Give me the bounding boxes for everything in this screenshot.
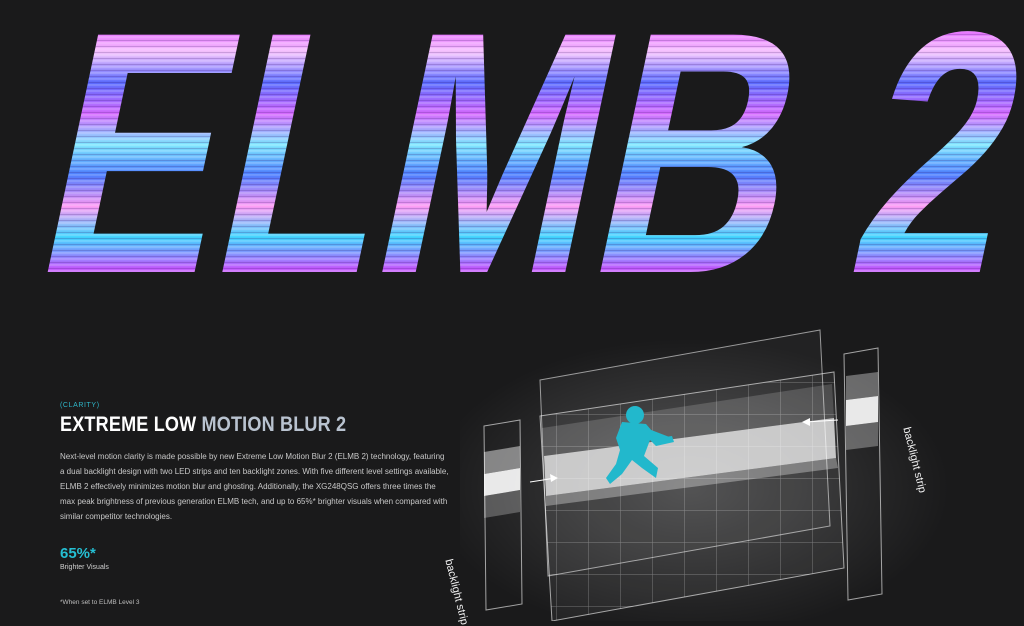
left-strip-zone-dim [484,446,520,474]
hero-title-graphic: ELMB 2 ELMB 2 [15,0,1024,300]
backlight-diagram: backlight strip backlight strip [430,318,1024,626]
section-eyebrow: (CLARITY) [60,402,100,409]
right-strip-arrow [805,419,839,423]
right-arrow-head [802,418,810,426]
right-strip-zone-dim [846,372,878,400]
left-strip-zone-faint [484,490,520,518]
hero-title: ELMB 2 [15,0,1024,300]
right-strip-zone-lit [846,396,878,426]
title-part-1: EXTREME LOW [60,413,202,436]
section-title: EXTREME LOW MOTION BLUR 2 [60,413,387,437]
runner-silhouette [606,406,674,484]
lit-band-mid [546,458,838,506]
backlight-diagram-graphic [430,329,950,626]
right-strip-zone-faint [846,422,878,450]
stat-value: 65%* [60,545,96,562]
stat-label: Brighter Visuals [60,564,109,571]
section-description: Next-level motion clarity is made possib… [60,452,449,521]
hero-banner: ELMB 2 ELMB 2 [0,0,1024,300]
right-backlight-strip [843,347,883,601]
hero-title-overlay: ELMB 2 [15,0,1024,300]
title-part-2: MOTION BLUR 2 [201,413,347,436]
left-arrow-head [550,474,558,482]
left-strip-zone-lit [484,468,520,496]
left-backlight-strip [483,419,523,611]
lit-band-upper [542,384,834,456]
feature-copy: (CLARITY) EXTREME LOW MOTION BLUR 2 Next… [60,402,449,606]
footnote: *When set to ELMB Level 3 [60,599,140,606]
